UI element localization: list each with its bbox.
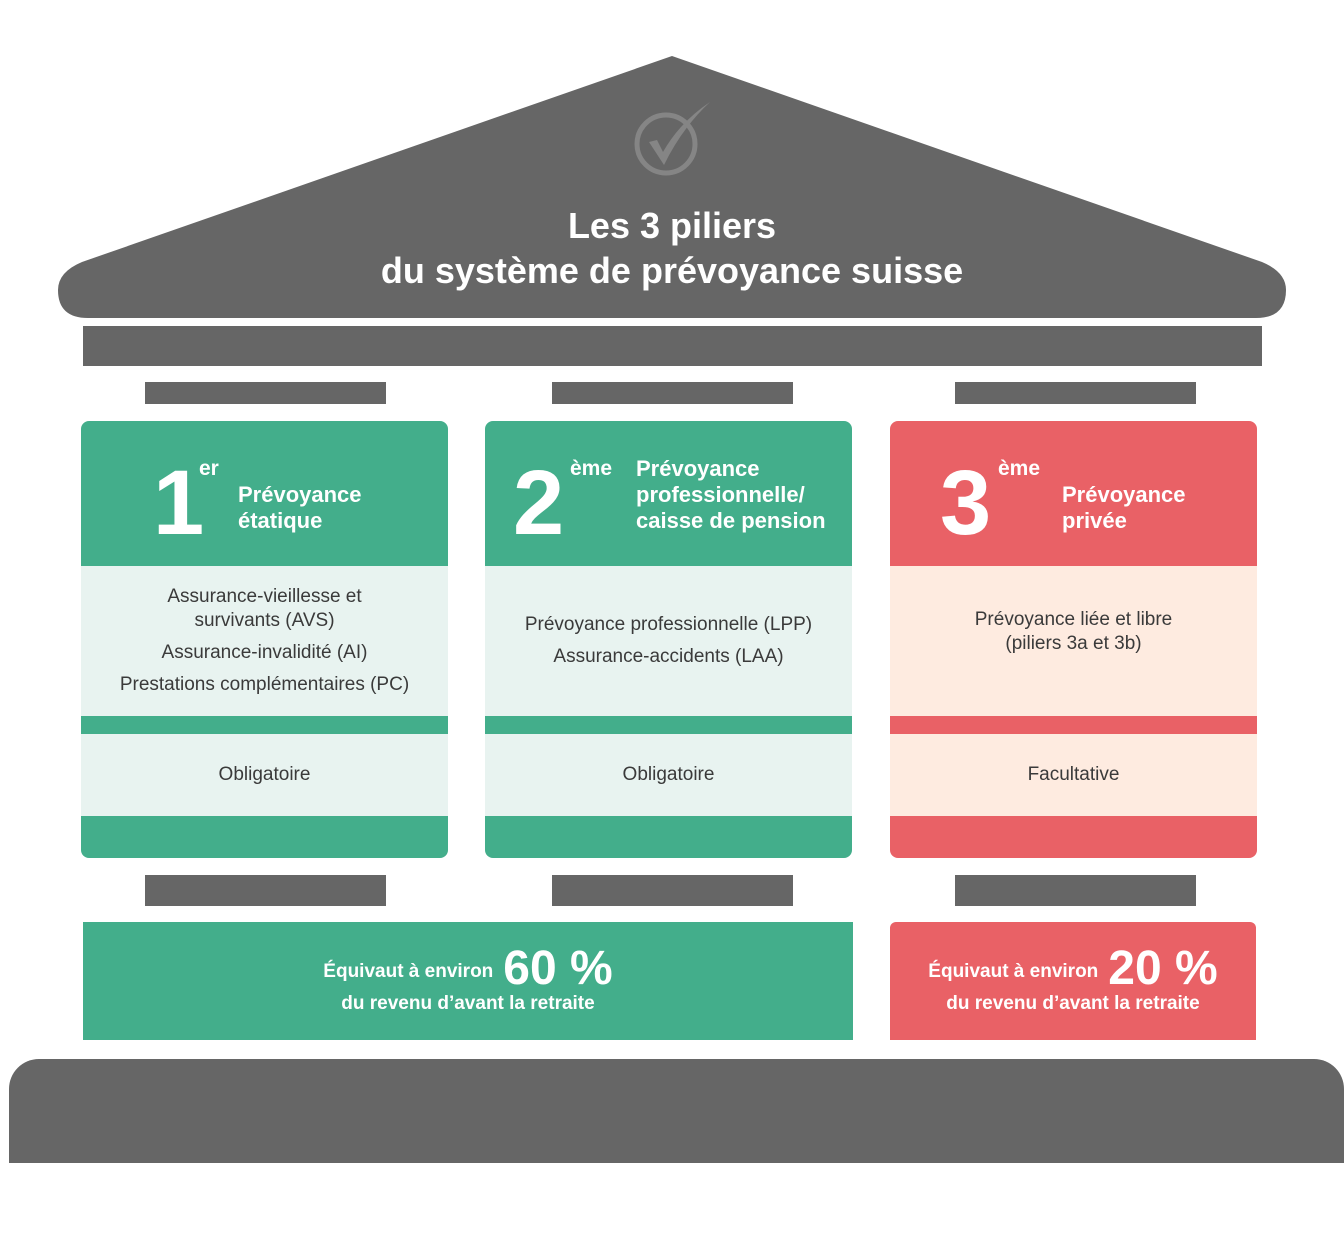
pillar-1-title: Prévoyance étatique	[238, 482, 362, 533]
pillar-3-ordinal: ème	[998, 457, 1041, 480]
benefit-item: Assurance-accidents (LAA)	[553, 646, 784, 667]
pillar-3: 3 ème Prévoyance privée Prévoyance liée …	[890, 421, 1257, 858]
pillar-1-capital	[145, 382, 386, 404]
benefit-item: Prévoyance professionnelle (LPP)	[524, 614, 813, 635]
pillar-1-separator	[81, 716, 448, 734]
title-line-1: Les 3 piliers	[567, 205, 777, 246]
income-share-pillars-1-2: Équivaut à environ 60 % du revenu d’avan…	[83, 922, 853, 1040]
pillar-2-separator	[485, 716, 852, 734]
pillar-1-base	[81, 816, 448, 858]
benefit-item: Prestations complémentaires (PC)	[119, 674, 410, 695]
pillar-2-benefits: Prévoyance professionnelle (LPP) Assuran…	[485, 566, 852, 716]
pillar-2-number: 2	[513, 452, 565, 554]
pillar-3-header: 3 ème Prévoyance privée	[890, 421, 1257, 566]
benefit-item: Prévoyance liée et libre (piliers 3a et …	[974, 609, 1173, 654]
pillar-1-plinth	[145, 875, 386, 906]
pillar-3-benefits: Prévoyance liée et libre (piliers 3a et …	[890, 566, 1257, 716]
pillar-3-requirement: Facultative	[890, 734, 1257, 816]
pillar-3-plinth	[955, 875, 1196, 906]
pillar-1-benefits: Assurance-vieillesse et survivants (AVS)…	[81, 566, 448, 716]
pillar-2-requirement: Obligatoire	[485, 734, 852, 816]
income-share-pillar-3: Équivaut à environ 20 % du revenu d’avan…	[890, 922, 1256, 1040]
benefit-item: Assurance-vieillesse et survivants (AVS)	[167, 586, 362, 631]
pillar-1-requirement: Obligatoire	[81, 734, 448, 816]
pillar-3-number: 3	[940, 452, 992, 554]
income-share-suffix: du revenu d’avant la retraite	[341, 993, 595, 1014]
pillar-1-header: 1 er Prévoyance étatique	[81, 421, 448, 566]
roof-pediment	[58, 56, 1286, 318]
income-share-prefix: Équivaut à environ	[323, 961, 494, 982]
pillar-1: 1 er Prévoyance étatique Assurance-vieil…	[81, 421, 448, 858]
pillar-2-title: Prévoyance professionnelle/ caisse de pe…	[636, 456, 826, 533]
pillar-3-title: Prévoyance privée	[1062, 482, 1186, 533]
income-share-suffix: du revenu d’avant la retraite	[946, 993, 1200, 1014]
pillar-1-number: 1	[153, 452, 205, 554]
pillar-2-plinth	[552, 875, 793, 906]
benefit-item: Assurance-invalidité (AI)	[161, 642, 368, 663]
pillar-2-capital	[552, 382, 793, 404]
pillar-3-separator	[890, 716, 1257, 734]
pillar-2: 2 ème Prévoyance professionnelle/ caisse…	[485, 421, 852, 858]
pillar-3-capital	[955, 382, 1196, 404]
income-share-prefix: Équivaut à environ	[928, 961, 1099, 982]
pillar-2-ordinal: ème	[570, 457, 613, 480]
foundation-base	[9, 1059, 1344, 1163]
check-circle-icon	[634, 102, 710, 176]
income-share-value: 20 %	[1108, 942, 1218, 995]
pillar-2-header: 2 ème Prévoyance professionnelle/ caisse…	[485, 421, 852, 566]
income-share-value: 60 %	[503, 942, 613, 995]
title-line-2: du système de prévoyance suisse	[380, 250, 964, 291]
pillar-1-ordinal: er	[199, 457, 219, 480]
pillar-2-base	[485, 816, 852, 858]
pillar-3-base	[890, 816, 1257, 858]
entablature-beam	[83, 326, 1262, 366]
